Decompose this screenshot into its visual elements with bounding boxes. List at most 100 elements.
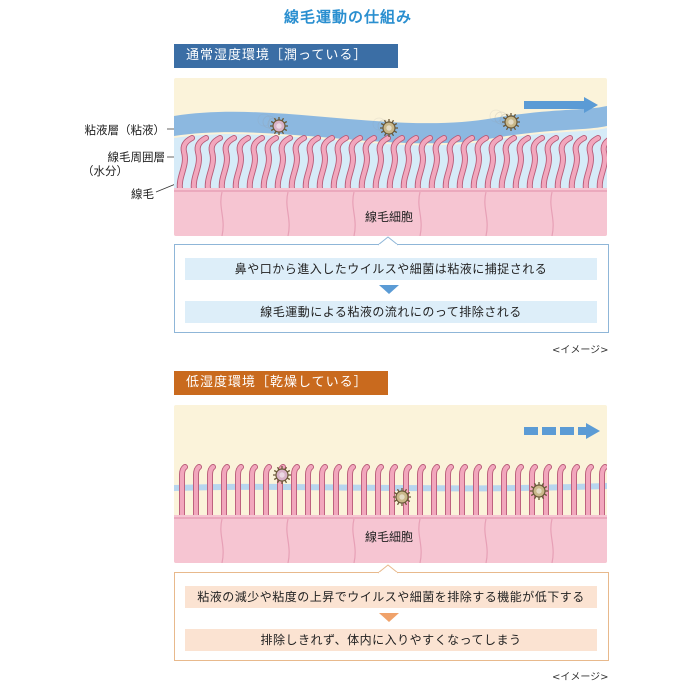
arrow-head [586,423,600,439]
cell-wall [550,518,554,563]
cell-label-1: 線毛細胞 [365,210,414,224]
cilium-fill [345,135,363,193]
page-title: 線毛運動の仕組み [283,8,412,26]
cell-wall [286,518,290,563]
cilium-fill [401,135,419,193]
virus-group [273,466,548,506]
cell-wall [220,518,224,563]
cilium-fill [473,464,482,520]
cilium-fill [443,135,461,193]
cell-layer [174,188,607,236]
cilium-fill [487,464,496,520]
down-arrow-icon [379,285,399,294]
virus-core [276,123,282,129]
cilium-fill [305,464,314,520]
normal-explanation-box: 鼻や口から進入したウイルスや細菌は粘液に捕捉される 線毛運動による粘液の流れにの… [174,244,609,333]
virus-core [508,119,514,125]
virus-core [399,494,405,500]
arrow-head [584,97,598,113]
low-explanation-box: 粘液の減少や粘度の上昇でウイルスや細菌を排除する機能が低下する 排除しきれず、体… [174,572,609,661]
cilium-fill [359,135,377,193]
cilium-fill [303,135,321,193]
cilium-fill [319,464,328,520]
virus-group [257,109,520,137]
cilium-fill [417,464,426,520]
cilium-fill [585,464,594,520]
cilium-fill [529,464,538,520]
cilium-fill [515,464,524,520]
cell-wall [352,518,356,563]
cilium-fill [557,464,566,520]
box-notch-2 [378,564,398,574]
cell-wall [484,191,488,236]
cilium-fill [219,135,237,193]
cilium-fill [289,135,307,193]
cell-wall [352,191,356,236]
low-step-1: 粘液の減少や粘度の上昇でウイルスや細菌を排除する機能が低下する [185,586,597,608]
cilium-fill [205,135,223,193]
cilium-fill [347,464,356,520]
cilium-fill [177,135,195,193]
cilium-fill [389,464,398,520]
flow-arrow [524,97,598,113]
cilium-fill [485,135,503,193]
normal-humidity-diagram [174,78,607,236]
cell-wall [286,191,290,236]
cell-wall [484,518,488,563]
cilia-label: 線毛 [60,187,154,201]
cilium-fill [499,135,517,193]
cell-walls [174,517,607,563]
cilium-fill [431,464,440,520]
arrow-body [524,101,584,109]
cilium-fill [275,135,293,193]
cilium-fill [249,464,258,520]
low-humidity-svg [174,405,607,563]
box-notch-1 [378,236,398,246]
cilium-fill [247,135,265,193]
normal-step-2: 線毛運動による粘液の流れにのって排除される [185,301,597,323]
cilium-fill [583,135,601,193]
image-note-1: <イメージ> [552,345,609,356]
cilium-fill [599,464,607,520]
cilia-group [179,464,607,520]
cilium-fill [571,464,580,520]
periciliary-label: 線毛周囲層 （水分） [60,150,165,178]
low-step-2: 排除しきれず、体内に入りやすくなってしまう [185,629,597,651]
virus-core [279,472,285,478]
mucus-label: 粘液層（粘液） [60,123,166,137]
section1-header: 通常湿度環境［潤っている］ [174,44,398,68]
cell-label-2: 線毛細胞 [365,530,414,544]
flow-arrow-dashed [524,423,600,439]
cilium-fill [387,135,405,193]
normal-humidity-svg [174,78,607,236]
cilium-fill [263,464,272,520]
mucus-label-text: 粘液層（粘液） [84,123,166,137]
cilium-fill [513,135,531,193]
cilium-fill [569,135,587,193]
cilium-fill [373,135,391,193]
cilium-fill [459,464,468,520]
cilium-fill [333,464,342,520]
cilium-fill [331,135,349,193]
cilium-fill [207,464,216,520]
cell-wall [418,518,422,563]
virus-core [386,125,392,131]
cilium-fill [501,464,510,520]
periciliary-label-line1: 線毛周囲層 [107,150,166,164]
arrow-dash [524,427,538,435]
arrow-dash [578,427,586,435]
virus-core [536,488,542,494]
cell-wall [220,191,224,236]
cilium-fill [261,135,279,193]
image-note-2: <イメージ> [552,672,609,683]
cilium-fill [555,135,573,193]
section2-header: 低湿度環境［乾燥している］ [174,371,388,395]
cilium-fill [541,135,559,193]
cilium-fill [375,464,384,520]
low-humidity-diagram [174,405,607,563]
cilium-fill [403,464,412,520]
cilium-fill [445,464,454,520]
cilium-fill [317,135,335,193]
cilium-fill [221,464,230,520]
periciliary-label-line2: （水分） [82,164,128,178]
